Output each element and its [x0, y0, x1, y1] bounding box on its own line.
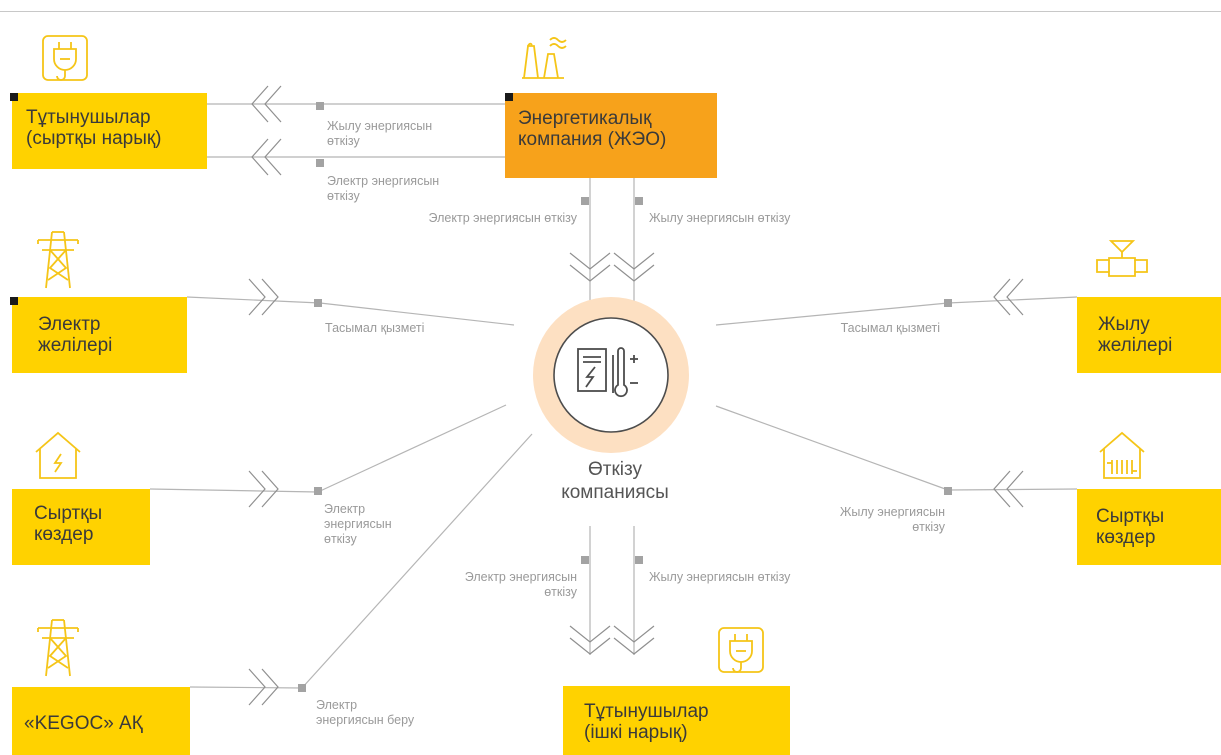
node-label: Тұтынушылар (ішкі нарық) — [584, 701, 709, 743]
valve-icon — [1096, 240, 1148, 277]
node-external-sources-right: Сыртқы көздер — [1077, 489, 1221, 565]
node-energy-company: Энергетикалық компания (ЖЭО) — [505, 93, 717, 178]
corner-marker — [10, 297, 18, 305]
node-electric-networks: Электр желілері — [12, 297, 187, 373]
flow-label-bottom-heat: Жылу энергиясын өткізу — [649, 570, 791, 584]
corner-marker — [505, 93, 513, 101]
arrow-chevrons — [248, 85, 1024, 706]
top-divider — [0, 11, 1221, 12]
flow-label-down-heat: Жылу энергиясын өткізу — [649, 211, 791, 225]
node-heat-networks: Жылу желілері — [1077, 297, 1221, 373]
node-label: «KEGOC» АҚ — [24, 713, 143, 734]
node-label: Сыртқы көздер — [34, 503, 103, 545]
center-node — [533, 297, 689, 453]
flow-label-bottom-electric: Электр энергиясын өткізу — [464, 570, 577, 599]
center-title: Өткізу компаниясы — [561, 459, 669, 503]
plug-icon — [42, 35, 88, 81]
corner-marker — [10, 93, 18, 101]
flow-label-top-heat: Жылу энергиясын өткізу — [327, 119, 433, 148]
node-label: Жылу желілері — [1098, 314, 1173, 356]
flow-label-external-right: Жылу энергиясын өткізу — [839, 505, 945, 534]
node-consumers-internal: Тұтынушылар (ішкі нарық) — [563, 686, 790, 755]
node-label: Сыртқы көздер — [1096, 506, 1165, 548]
flow-label-kegoc-supply: Электр энергиясын беру — [316, 698, 415, 727]
flow-label-down-electric: Электр энергиясын өткізу — [428, 211, 577, 225]
node-label: Энергетикалық компания (ЖЭО) — [518, 108, 667, 150]
transmission-tower-icon — [37, 231, 79, 289]
flow-label-top-electric: Электр энергиясын өткізу — [327, 174, 440, 203]
transmission-tower-icon — [37, 619, 79, 677]
plug-icon — [718, 627, 764, 673]
node-kegoc: «KEGOC» АҚ — [12, 687, 190, 755]
flow-label-transport-left: Тасымал қызметі — [325, 321, 425, 335]
node-consumers-external: Тұтынушылар (сыртқы нарық) — [12, 93, 207, 169]
center-meter-icon — [577, 347, 638, 398]
power-plant-icon — [522, 37, 567, 79]
house-lightning-icon — [35, 431, 81, 479]
node-label: Электр желілері — [38, 314, 113, 356]
house-radiator-icon — [1099, 431, 1145, 479]
flow-markers — [298, 102, 952, 692]
node-external-sources-left: Сыртқы көздер — [12, 489, 150, 565]
flow-label-transport-right: Тасымал қызметі — [840, 321, 940, 335]
flow-label-external-left: Электр энергиясын өткізу — [324, 502, 392, 546]
node-label: Тұтынушылар (сыртқы нарық) — [26, 107, 162, 149]
